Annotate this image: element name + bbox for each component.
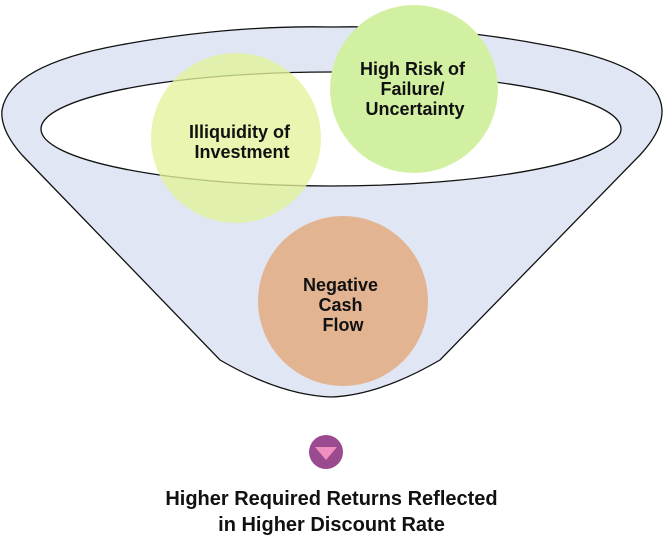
- output-line-2: in Higher Discount Rate: [218, 514, 445, 536]
- output-caption: Higher Required Returns Reflected in Hig…: [0, 486, 663, 538]
- negative-cash-flow-label: Negative Cash Flow: [303, 275, 383, 335]
- high-risk-label: High Risk of Failure/ Uncertainty: [360, 59, 470, 119]
- down-triangle-icon: [309, 435, 343, 469]
- output-line-1: Higher Required Returns Reflected: [165, 488, 498, 510]
- negative-cash-flow-bubble: [258, 216, 428, 386]
- illiquidity-bubble: [151, 53, 321, 223]
- high-risk-bubble: [330, 5, 498, 173]
- illiquidity-label: Illiquidity of Investment: [189, 122, 295, 162]
